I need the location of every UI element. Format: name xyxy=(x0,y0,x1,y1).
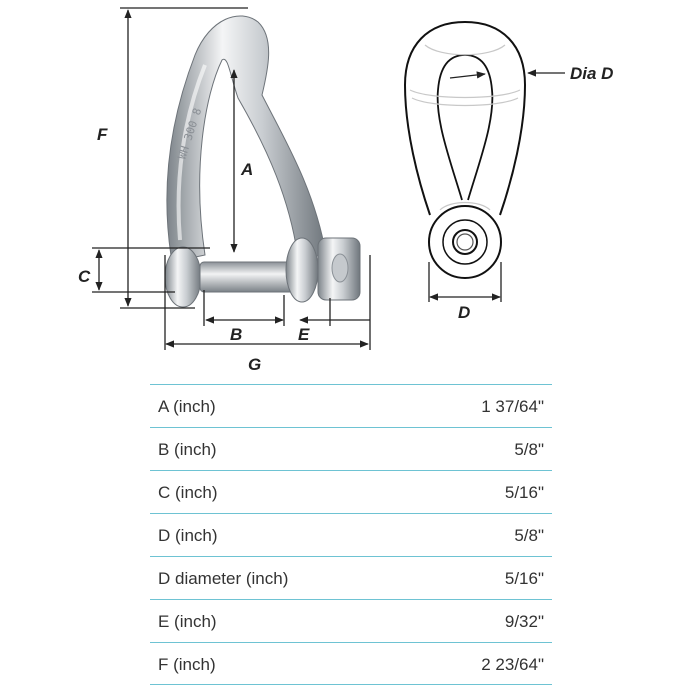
dim-label-d: D xyxy=(458,303,470,322)
table-row: E (inch) 9/32" xyxy=(150,599,552,642)
dim-label-b: B xyxy=(230,325,242,344)
dim-label-e: E xyxy=(298,325,310,344)
shackle-diagram: WH 300 8 xyxy=(78,7,613,374)
dim-label-dia-d: Dia D xyxy=(570,64,613,83)
spec-name: B (inch) xyxy=(158,440,217,459)
spec-name: D (inch) xyxy=(158,526,218,545)
table-row: B (inch) 5/8" xyxy=(150,427,552,470)
dim-label-c: C xyxy=(78,267,91,286)
spec-value: 2 23/64" xyxy=(481,655,544,674)
outline-eye-hole xyxy=(452,229,478,255)
shackle-photo: WH 300 8 xyxy=(164,15,361,308)
shackle-right-eye xyxy=(285,237,319,303)
specifications-table: A (inch) 1 37/64" B (inch) 5/8" C (inch)… xyxy=(150,384,552,685)
spec-name: F (inch) xyxy=(158,655,216,674)
dimension-lines xyxy=(92,7,565,350)
dim-label-f: F xyxy=(97,125,108,144)
table-row: D (inch) 5/8" xyxy=(150,513,552,556)
outline-eye-outer xyxy=(428,205,502,279)
spec-name: E (inch) xyxy=(158,612,217,631)
table-row: A (inch) 1 37/64" xyxy=(150,384,552,427)
spec-name: D diameter (inch) xyxy=(158,569,289,588)
spec-value: 5/8" xyxy=(514,526,544,545)
shackle-left-eye xyxy=(164,246,202,308)
spec-value: 5/16" xyxy=(504,483,544,502)
dim-label-a: A xyxy=(240,160,253,179)
outline-bow xyxy=(403,20,527,216)
spec-name: C (inch) xyxy=(158,483,218,502)
spec-value: 5/16" xyxy=(504,569,544,588)
shackle-bow xyxy=(166,15,327,263)
table-row: C (inch) 5/16" xyxy=(150,470,552,513)
spec-value: 1 37/64" xyxy=(481,397,544,416)
table-row: F (inch) 2 23/64" xyxy=(150,642,552,685)
table-row: D diameter (inch) 5/16" xyxy=(150,556,552,599)
shackle-outline-drawing xyxy=(403,20,527,279)
spec-value: 9/32" xyxy=(504,612,544,631)
spec-value: 5/8" xyxy=(514,440,544,459)
dim-label-g: G xyxy=(248,355,261,374)
spec-name: A (inch) xyxy=(158,397,216,416)
